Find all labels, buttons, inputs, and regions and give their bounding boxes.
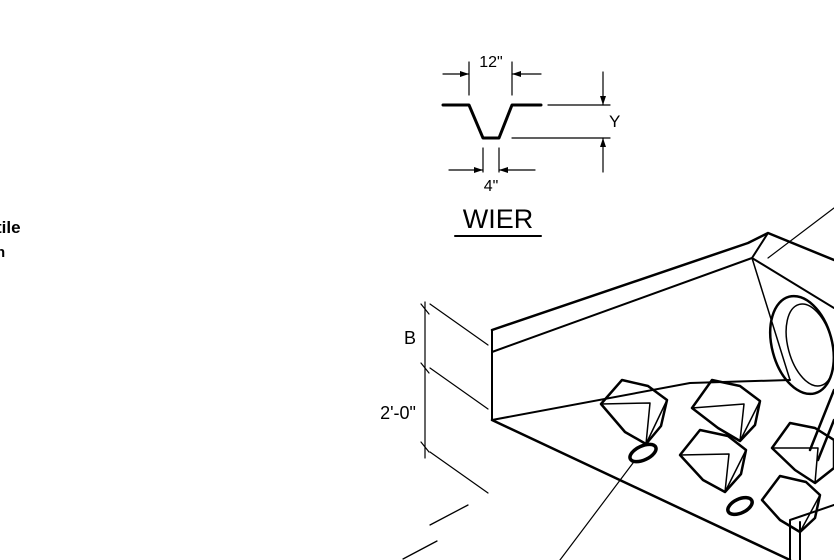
weir-top-width: 12"	[479, 54, 502, 71]
baffle-block-3	[678, 428, 748, 494]
weir-profile	[441, 103, 543, 140]
dim-lower-label: 2'-0"	[380, 403, 416, 423]
dim-upper-label: B	[404, 328, 416, 348]
baffle-block-2	[690, 378, 762, 443]
basin-dimensions: B 2'-0"	[380, 301, 489, 560]
weir-bottom-width: 4"	[484, 178, 499, 195]
wall-top-edge	[490, 231, 834, 332]
baffle-blocks	[599, 378, 834, 534]
bottom-width-arrows	[474, 167, 508, 173]
baffle-block-4	[770, 421, 834, 485]
left-fragment-2: n	[0, 244, 5, 261]
drain-hole-1	[628, 442, 658, 464]
weir-title: WIER	[463, 204, 534, 234]
weir-detail: 12" 4" Y WIER	[441, 54, 620, 237]
basin-structure	[490, 207, 834, 560]
baffle-block-1	[599, 378, 669, 446]
drain-hole-2	[726, 495, 754, 517]
depth-arrows	[600, 96, 606, 147]
weir-depth: Y	[609, 112, 620, 131]
baffle-block-5	[760, 474, 822, 534]
left-fragment-1: tile	[0, 218, 21, 237]
wing-wall-edge	[808, 388, 834, 462]
